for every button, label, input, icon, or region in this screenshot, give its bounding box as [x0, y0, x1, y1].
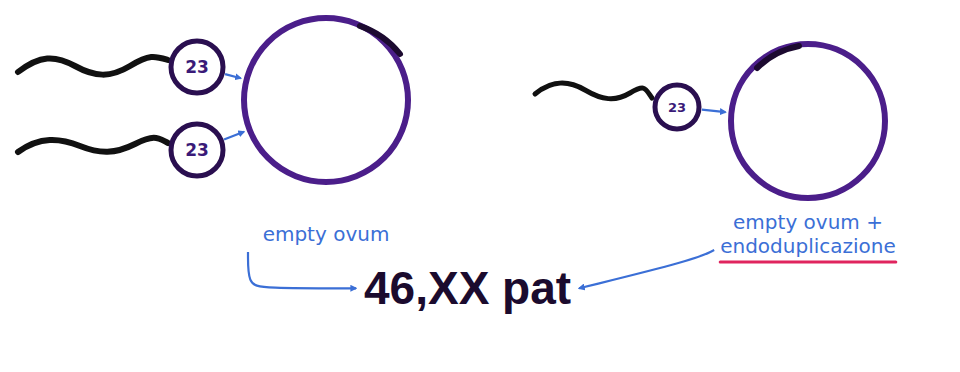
chromosome-count: 23 — [168, 121, 226, 179]
sperm-head: 23 — [168, 121, 226, 179]
sperm-entry-arrow — [702, 110, 726, 113]
sperm-head: 23 — [652, 82, 702, 132]
chromosome-count: 23 — [652, 82, 702, 132]
chromosome-count: 23 — [168, 38, 226, 96]
sperm-tail — [18, 57, 168, 75]
karyotype-label: 46,XX pat — [364, 263, 571, 314]
ovum-outline — [727, 40, 889, 202]
sperm-entry-arrow — [225, 74, 241, 78]
sperm-head: 23 — [168, 38, 226, 96]
sperm-tail — [535, 83, 652, 99]
ovum-label: empty ovum + endoduplicazione — [680, 210, 936, 258]
sperm-entry-arrow — [224, 132, 244, 140]
ovum-accent — [360, 26, 400, 54]
pointer-arrow — [579, 250, 714, 288]
ovum-ring — [244, 18, 408, 182]
ovum-outline — [240, 14, 412, 186]
red-underline — [720, 261, 896, 264]
ovum-circle: empty ovum — [240, 14, 412, 186]
ovum-ring — [731, 44, 885, 198]
sperm-tail — [18, 138, 168, 152]
ovum-circle: empty ovum + endoduplicazione — [727, 40, 889, 202]
ovum-label: empty ovum — [230, 222, 422, 246]
ovum-accent — [757, 46, 799, 68]
pointer-arrow — [248, 252, 356, 288]
